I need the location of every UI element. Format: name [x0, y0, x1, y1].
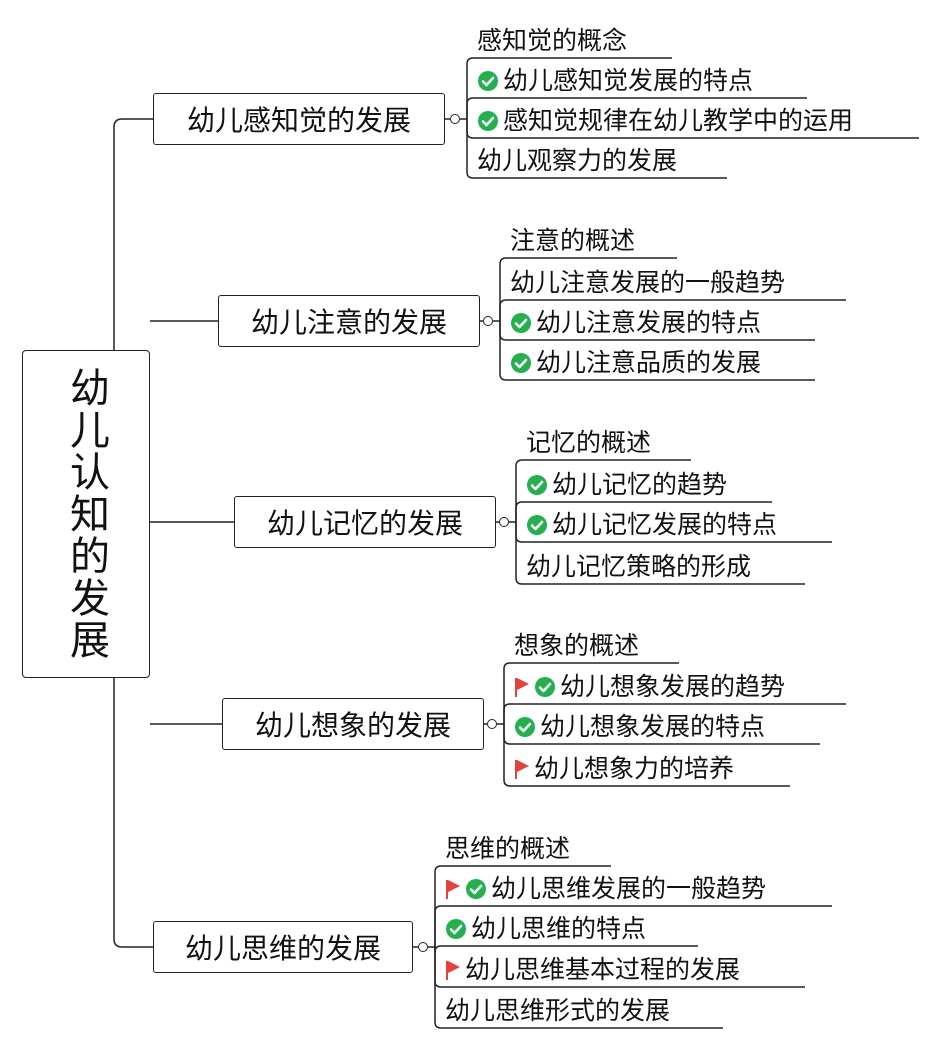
subtopic-item[interactable]: 幼儿记忆策略的形成: [526, 551, 751, 583]
root-topic-label: 幼儿认知的发展: [63, 367, 109, 661]
flag-icon: [515, 678, 529, 697]
check-icon: [478, 111, 498, 131]
subtopic-item[interactable]: 幼儿思维的特点: [445, 913, 646, 945]
subtopic-label: 幼儿想象发展的趋势: [560, 672, 786, 701]
root-topic[interactable]: 幼儿认知的发展: [22, 350, 150, 678]
branch-topic[interactable]: 幼儿想象的发展: [222, 698, 484, 750]
flag-icon: [446, 961, 460, 980]
subtopic-label: 想象的概述: [514, 631, 640, 660]
check-icon: [515, 717, 535, 737]
subtopic-label: 幼儿注意发展的一般趋势: [510, 268, 786, 297]
flag-icon: [446, 880, 460, 899]
check-icon: [466, 879, 486, 899]
subtopic-label: 感知觉的概念: [477, 26, 628, 55]
branch-topic[interactable]: 幼儿思维的发展: [153, 921, 413, 973]
check-icon: [446, 919, 466, 939]
subtopic-label: 幼儿感知觉发展的特点: [503, 66, 754, 95]
subtopic-item[interactable]: 幼儿注意发展的特点: [510, 307, 761, 339]
subtopic-item[interactable]: 幼儿想象发展的特点: [514, 711, 765, 743]
subtopic-item[interactable]: 幼儿注意发展的一般趋势: [510, 267, 785, 299]
branch-topic[interactable]: 幼儿注意的发展: [218, 295, 480, 347]
subtopic-item[interactable]: 幼儿想象力的培养: [514, 753, 734, 785]
branch-topic-label: 幼儿注意的发展: [250, 306, 447, 339]
subtopic-label: 幼儿记忆策略的形成: [526, 552, 752, 581]
subtopic-item[interactable]: 幼儿记忆的趋势: [526, 469, 727, 501]
branch-topic-label: 幼儿记忆的发展: [266, 507, 463, 540]
subtopic-label: 感知觉规律在幼儿教学中的运用: [503, 106, 854, 135]
subtopic-item[interactable]: 幼儿思维形式的发展: [445, 995, 670, 1027]
branch-topic[interactable]: 幼儿感知觉的发展: [153, 93, 445, 145]
collapse-toggle[interactable]: [483, 316, 493, 326]
collapse-toggle[interactable]: [450, 114, 460, 124]
check-icon: [535, 677, 555, 697]
flag-icon: [515, 760, 529, 779]
subtopic-item[interactable]: 幼儿想象发展的趋势: [514, 671, 785, 703]
subtopic-item[interactable]: 思维的概述: [445, 833, 570, 865]
subtopic-label: 幼儿想象发展的特点: [540, 712, 766, 741]
subtopic-label: 记忆的概述: [526, 428, 652, 457]
subtopic-label: 幼儿注意品质的发展: [536, 348, 762, 377]
subtopic-label: 幼儿注意发展的特点: [536, 308, 762, 337]
subtopic-label: 幼儿记忆发展的特点: [552, 510, 778, 539]
subtopic-item[interactable]: 记忆的概述: [526, 427, 651, 459]
branch-topic-label: 幼儿想象的发展: [254, 709, 451, 742]
subtopic-label: 幼儿想象力的培养: [534, 754, 735, 783]
subtopic-item[interactable]: 注意的概述: [510, 225, 635, 257]
subtopic-label: 注意的概述: [510, 226, 636, 255]
branch-topic-label: 幼儿思维的发展: [184, 932, 381, 965]
subtopic-item[interactable]: 幼儿注意品质的发展: [510, 347, 761, 379]
collapse-toggle[interactable]: [499, 517, 509, 527]
subtopic-label: 幼儿思维形式的发展: [445, 996, 671, 1025]
check-icon: [527, 475, 547, 495]
check-icon: [527, 515, 547, 535]
check-icon: [478, 71, 498, 91]
branch-topic-label: 幼儿感知觉的发展: [186, 104, 411, 137]
subtopic-item[interactable]: 幼儿思维发展的一般趋势: [445, 873, 766, 905]
subtopic-item[interactable]: 感知觉规律在幼儿教学中的运用: [477, 105, 853, 137]
subtopic-item[interactable]: 幼儿观察力的发展: [477, 145, 677, 177]
subtopic-label: 幼儿观察力的发展: [477, 146, 678, 175]
subtopic-label: 幼儿思维的特点: [471, 914, 647, 943]
branch-topic[interactable]: 幼儿记忆的发展: [234, 496, 496, 548]
subtopic-label: 幼儿思维基本过程的发展: [465, 955, 741, 984]
collapse-toggle[interactable]: [418, 942, 428, 952]
subtopic-item[interactable]: 幼儿思维基本过程的发展: [445, 954, 740, 986]
subtopic-item[interactable]: 幼儿感知觉发展的特点: [477, 65, 753, 97]
subtopic-label: 思维的概述: [445, 834, 571, 863]
subtopic-label: 幼儿思维发展的一般趋势: [491, 874, 767, 903]
check-icon: [511, 353, 531, 373]
subtopic-item[interactable]: 感知觉的概念: [477, 25, 627, 57]
check-icon: [511, 313, 531, 333]
subtopic-label: 幼儿记忆的趋势: [552, 470, 728, 499]
subtopic-item[interactable]: 幼儿记忆发展的特点: [526, 509, 777, 541]
subtopic-item[interactable]: 想象的概述: [514, 630, 639, 662]
collapse-toggle[interactable]: [487, 719, 497, 729]
